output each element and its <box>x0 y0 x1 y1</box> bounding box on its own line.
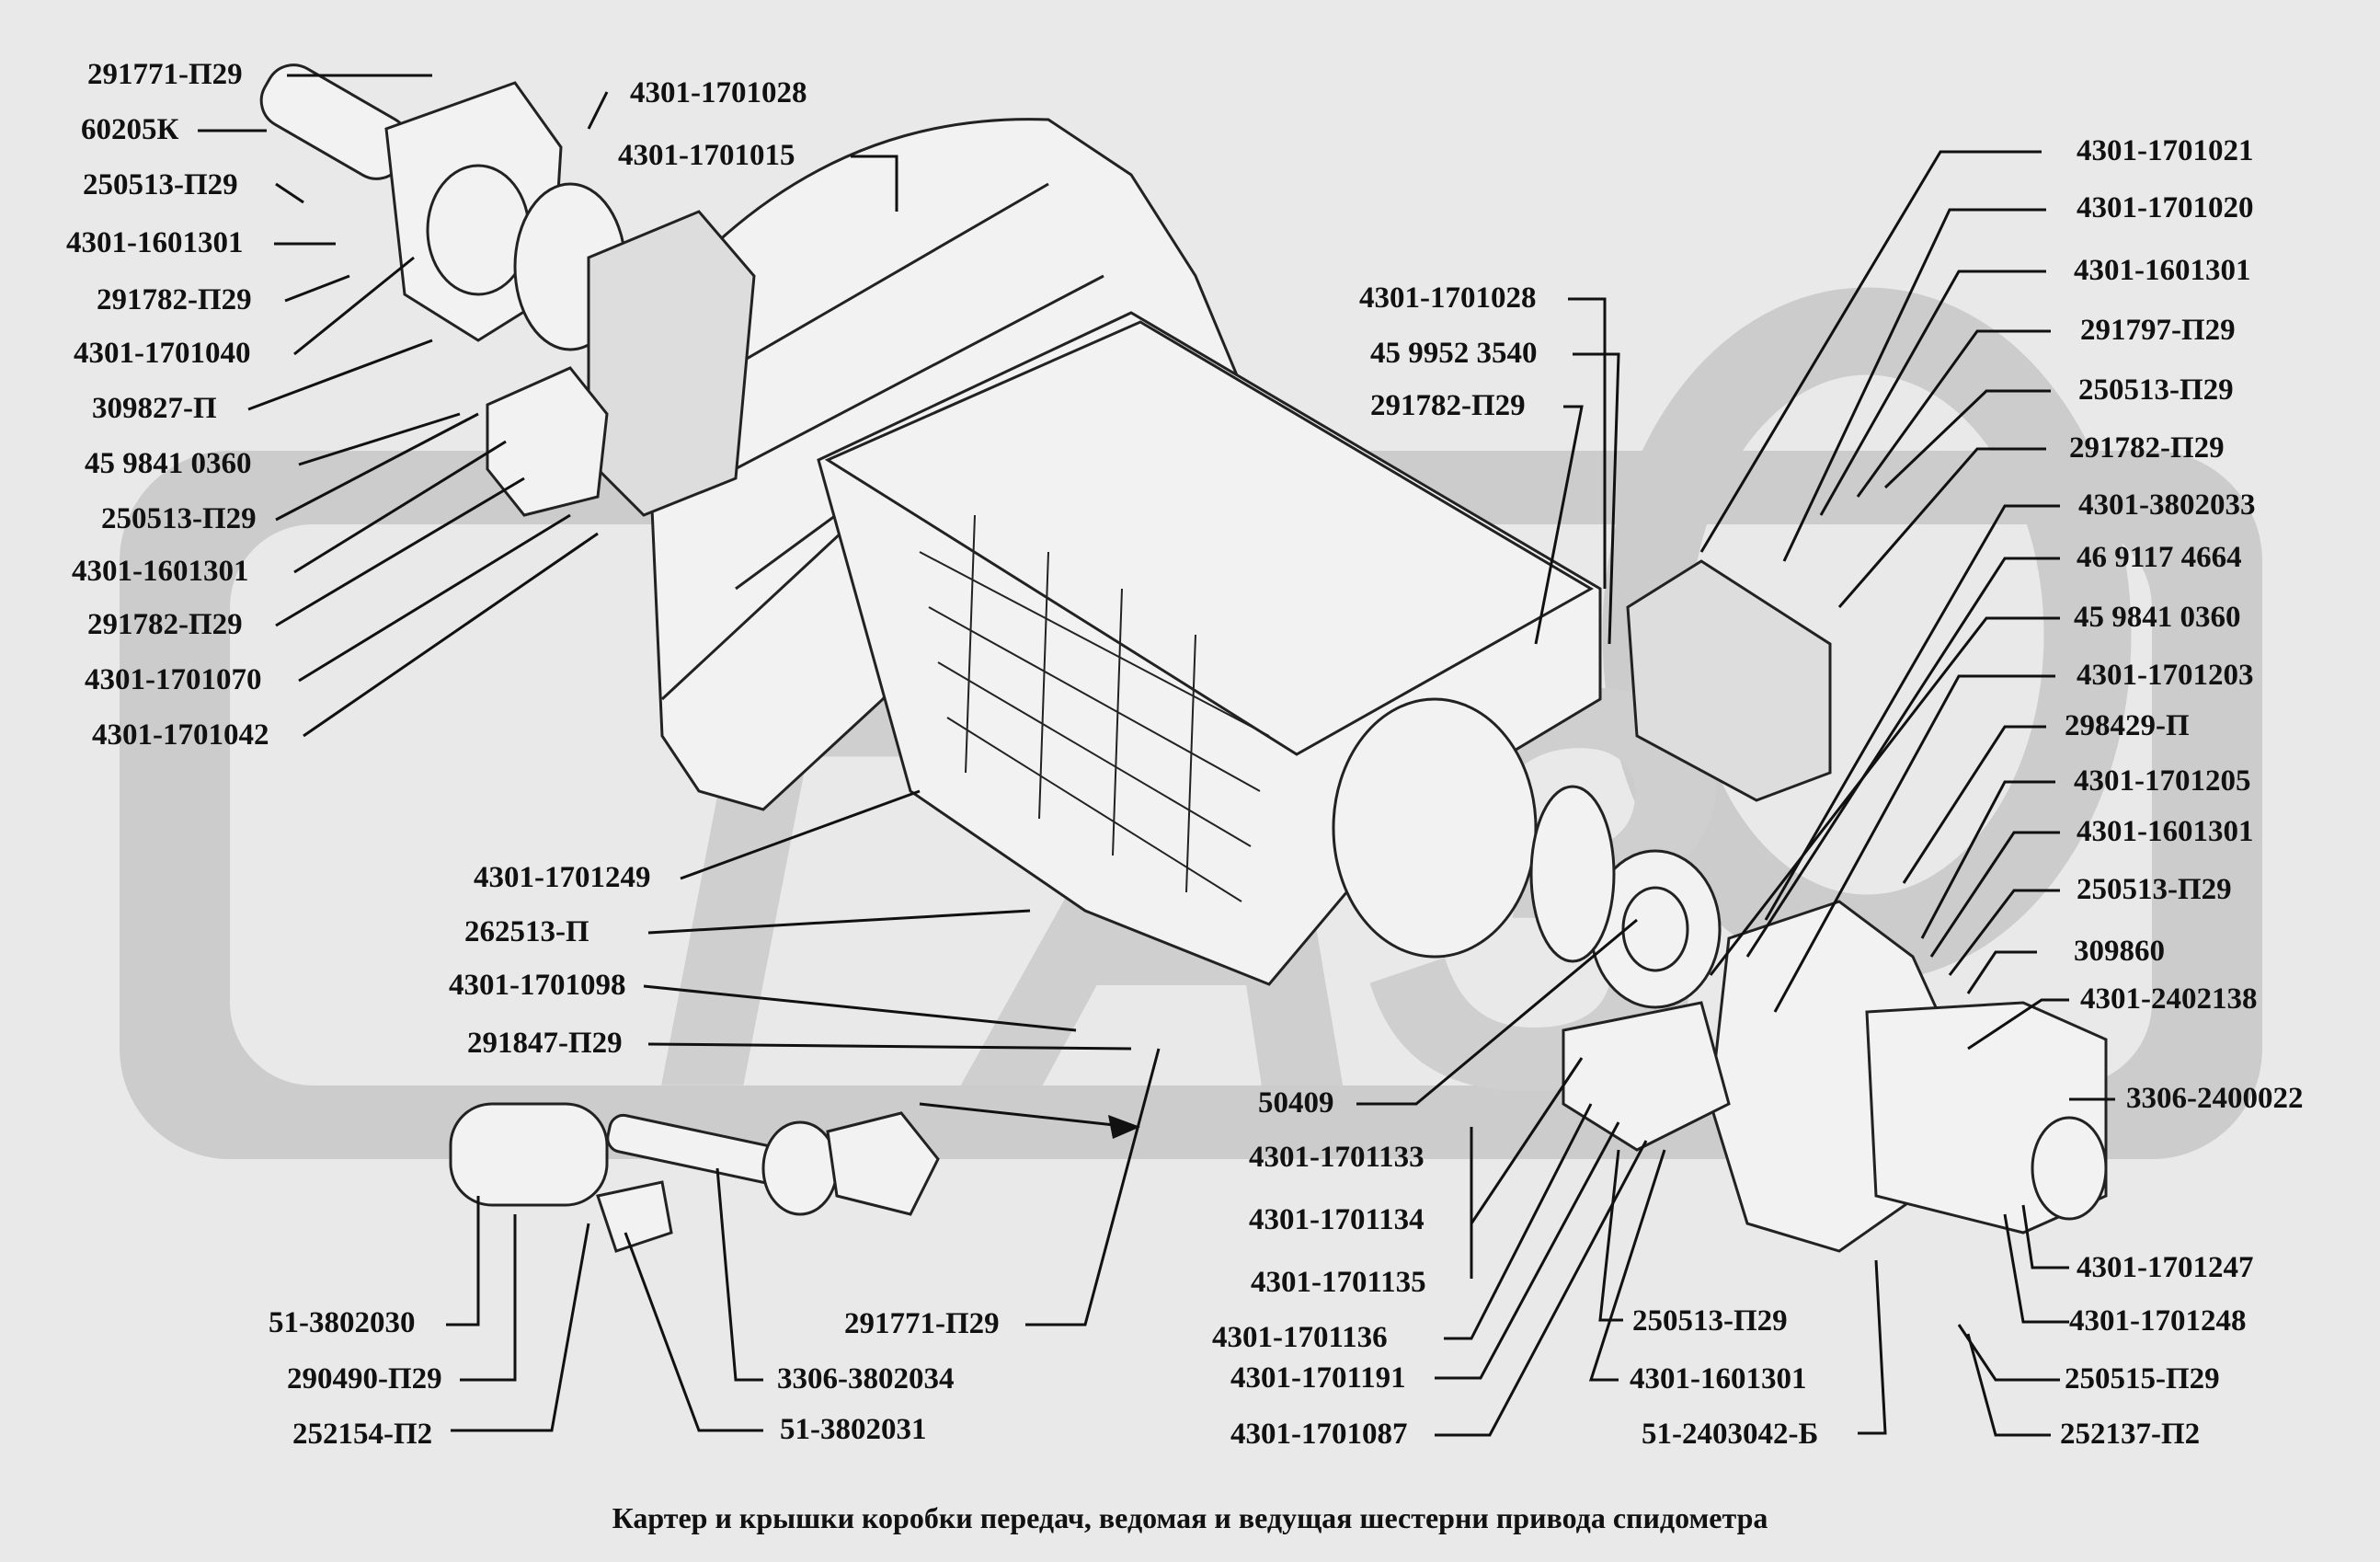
label-50409: 50409 <box>1258 1086 1334 1120</box>
parts <box>259 63 2108 1253</box>
top-cover-gasket <box>1626 559 1832 802</box>
label-4301-1601301-b: 4301-1601301 <box>72 555 249 588</box>
label-250513-p29-a: 250513-П29 <box>83 168 238 201</box>
label-4301-1601301-r1: 4301-1601301 <box>2074 254 2251 287</box>
label-4301-2402138: 4301-2402138 <box>2080 982 2258 1016</box>
rear-gasket-ring <box>1529 785 1616 963</box>
speedo-washer <box>596 1180 673 1253</box>
label-51-2403042-b: 51-2403042-Б <box>1642 1418 1819 1451</box>
label-291771-p29-bottom: 291771-П29 <box>844 1307 1000 1340</box>
label-60205k: 60205К <box>81 113 179 146</box>
label-4301-1701247: 4301-1701247 <box>2077 1251 2254 1284</box>
label-4301-1701133: 4301-1701133 <box>1249 1141 1425 1174</box>
speedo-driven-housing <box>449 1102 609 1207</box>
leader-lines <box>198 74 2115 1437</box>
label-4301-1701015: 4301-1701015 <box>618 139 795 172</box>
speedo-flange <box>826 1111 940 1216</box>
rear-seal-plates <box>1562 1001 1731 1152</box>
rear-bearing-boss <box>1332 697 1538 959</box>
label-250513-p29-r2: 250513-П29 <box>2077 873 2232 906</box>
label-291782-p29-r: 291782-П29 <box>2069 431 2225 465</box>
front-gasket <box>587 210 756 517</box>
label-250513-p29-b: 250513-П29 <box>101 502 257 535</box>
front-cover-seal <box>426 164 531 296</box>
label-290490-p29: 290490-П29 <box>287 1362 442 1395</box>
label-3306-2400022: 3306-2400022 <box>2126 1082 2304 1115</box>
label-4301-1701042: 4301-1701042 <box>92 718 269 752</box>
label-250513-p29-r1: 250513-П29 <box>2078 373 2234 407</box>
housing-ribs <box>660 182 1104 701</box>
label-4301-1701205: 4301-1701205 <box>2074 764 2251 798</box>
label-291782-p29-b: 291782-П29 <box>87 608 243 641</box>
label-4301-1701021: 4301-1701021 <box>2077 134 2254 167</box>
small-cover <box>486 366 609 517</box>
label-4301-1701020: 4301-1701020 <box>2077 191 2254 224</box>
label-309860: 309860 <box>2074 935 2165 968</box>
label-309827-p: 309827-П <box>92 392 217 425</box>
label-4301-1601301-bottom: 4301-1601301 <box>1630 1362 1807 1395</box>
label-46-9117-4664: 46 9117 4664 <box>2077 541 2242 574</box>
label-4301-1701134: 4301-1701134 <box>1249 1203 1425 1236</box>
label-298429-p: 298429-П <box>2065 709 2190 742</box>
label-252137-p2: 252137-П2 <box>2060 1418 2201 1451</box>
label-4301-1701248: 4301-1701248 <box>2069 1304 2247 1338</box>
assembly-arrow <box>919 1102 1132 1129</box>
case-top-rim <box>824 320 1595 756</box>
speedo-gear <box>761 1120 839 1216</box>
label-4301-1701028-top: 4301-1701028 <box>630 76 807 109</box>
rear-bearing-inner <box>1621 886 1689 972</box>
label-291782-p29-center: 291782-П29 <box>1370 389 1526 422</box>
label-51-3802031: 51-3802031 <box>780 1413 927 1446</box>
label-45-9952-3540: 45 9952 3540 <box>1370 337 1538 370</box>
label-250513-p29-b: 250513-П29 <box>1632 1304 1788 1338</box>
label-45-9841-0360-r: 45 9841 0360 <box>2074 601 2241 634</box>
label-4301-1701087: 4301-1701087 <box>1230 1418 1408 1451</box>
label-4301-1701203: 4301-1701203 <box>2077 659 2254 692</box>
label-4301-1701135: 4301-1701135 <box>1251 1266 1426 1299</box>
output-flange-hub <box>2031 1116 2108 1221</box>
label-250515-p29: 250515-П29 <box>2065 1362 2220 1395</box>
label-45-9841-0360-a: 45 9841 0360 <box>85 447 252 480</box>
label-4301-1701040: 4301-1701040 <box>74 337 251 370</box>
label-4301-1601301-r2: 4301-1601301 <box>2077 815 2254 848</box>
label-4301-1701028-center: 4301-1701028 <box>1359 281 1537 315</box>
label-4301-1701098: 4301-1701098 <box>449 969 626 1002</box>
label-4301-1701191: 4301-1701191 <box>1230 1361 1406 1395</box>
label-3306-3802034: 3306-3802034 <box>777 1362 955 1395</box>
label-4301-1701136: 4301-1701136 <box>1212 1321 1388 1354</box>
label-252154-p2: 252154-П2 <box>292 1418 433 1451</box>
diagram-caption: Картер и крышки коробки передач, ведомая… <box>612 1501 1768 1534</box>
label-291771-p29: 291771-П29 <box>87 58 243 91</box>
label-4301-1601301-a: 4301-1601301 <box>66 226 244 259</box>
label-4301-1701070: 4301-1701070 <box>85 663 262 696</box>
case-grid <box>919 514 1270 902</box>
label-4301-1701249: 4301-1701249 <box>474 861 651 894</box>
label-291782-p29-a: 291782-П29 <box>97 283 252 316</box>
label-262513-p: 262513-П <box>464 915 589 948</box>
label-291847-p29: 291847-П29 <box>467 1027 623 1060</box>
label-51-3802030: 51-3802030 <box>269 1306 416 1339</box>
label-291797-p29: 291797-П29 <box>2080 314 2236 347</box>
label-4301-3802033: 4301-3802033 <box>2078 488 2256 522</box>
